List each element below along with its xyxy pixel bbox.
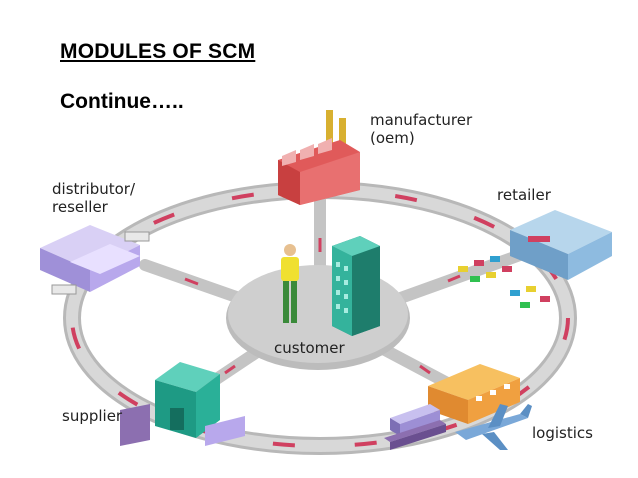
customer-label: customer [274, 339, 345, 357]
supplier-building-icon [120, 362, 245, 446]
truck-icon [390, 404, 440, 436]
person-icon [281, 244, 299, 323]
logistics-label: logistics [532, 424, 593, 442]
office-building-icon [332, 236, 380, 336]
manufacturer-label: manufacturer (oem) [370, 111, 473, 147]
spoke-marks [184, 238, 461, 375]
slide-subtitle: Continue….. [60, 90, 184, 113]
airplane-icon [455, 404, 532, 450]
distribution-center-icon [40, 225, 150, 295]
supplier-label: supplier [62, 407, 123, 425]
train-icon [384, 420, 446, 450]
factory-icon [278, 110, 360, 205]
distributor-label: distributor/ reseller [52, 180, 136, 216]
warehouse-icon [428, 364, 520, 424]
slide-title: MODULES OF SCM [60, 40, 256, 63]
parked-cars [458, 256, 550, 308]
retailer-label: retailer [497, 186, 551, 204]
store-icon [458, 210, 612, 308]
